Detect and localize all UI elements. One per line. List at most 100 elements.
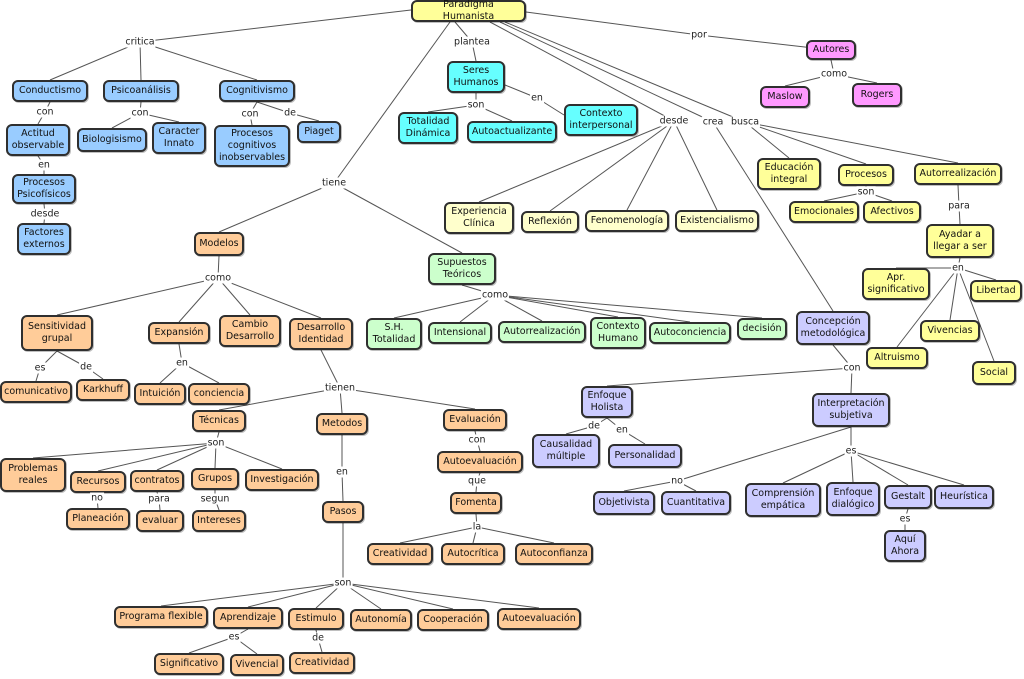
node-contexto-humano[interactable]: Contexto Humano <box>590 317 646 349</box>
node-sensitividad-grupal[interactable]: Sensitividad grupal <box>21 315 93 351</box>
node-procesos-cognitivos[interactable]: Procesos cognitivos inobservables <box>214 125 290 167</box>
link-label-desde: desde <box>658 115 690 127</box>
node-intensional[interactable]: Intensional <box>428 322 492 344</box>
connector-line <box>494 294 619 318</box>
node-actitud-observable[interactable]: Actitud observable <box>6 124 70 156</box>
node-enfoque-holista[interactable]: Enfoque Holista <box>581 386 633 418</box>
node-intereses[interactable]: Intereses <box>192 510 246 532</box>
node-estimulo[interactable]: Estimulo <box>288 608 344 630</box>
node-educacion-integral[interactable]: Educación integral <box>757 158 821 190</box>
node-significativo[interactable]: Significativo <box>154 653 224 675</box>
node-autorrealizacion-supuestos[interactable]: Autorrealización <box>498 321 586 343</box>
node-experiencia-clinica[interactable]: Experiencia Clínica <box>444 202 514 234</box>
node-creatividad-fomenta[interactable]: Creatividad <box>367 543 433 565</box>
node-conductismo[interactable]: Conductismo <box>12 80 88 102</box>
node-autoconciencia[interactable]: Autoconciencia <box>649 322 731 344</box>
node-evaluar[interactable]: evaluar <box>136 510 184 532</box>
node-heuristica[interactable]: Heurística <box>934 485 994 509</box>
node-altruismo[interactable]: Altruismo <box>866 347 928 369</box>
node-pasos[interactable]: Pasos <box>322 501 364 523</box>
node-autoactualizante[interactable]: Autoactualizante <box>467 121 557 143</box>
node-vivencial[interactable]: Vivencial <box>230 654 284 676</box>
node-contexto-interpersonal[interactable]: Contexto interpersonal <box>564 104 638 136</box>
node-rogers[interactable]: Rogers <box>852 83 902 107</box>
node-biologisismo[interactable]: Biologisismo <box>77 128 147 152</box>
node-autorrealizacion-busca[interactable]: Autorrealización <box>914 163 1002 185</box>
node-fenomenologia[interactable]: Fenomenología <box>585 210 669 232</box>
node-supuestos-teoricos[interactable]: Supuestos Teóricos <box>428 253 496 285</box>
node-autores[interactable]: Autores <box>806 40 856 60</box>
node-reflexion[interactable]: Reflexión <box>521 211 579 233</box>
link-label-con-evaluacion: con <box>467 434 487 446</box>
node-procesos[interactable]: Procesos <box>838 164 894 186</box>
node-programa-flexible[interactable]: Programa flexible <box>114 606 208 628</box>
node-totalidad-dinamica[interactable]: Totalidad Dinámica <box>398 112 458 144</box>
node-concepcion-metodologica[interactable]: Concepción metodológica <box>796 311 870 345</box>
node-cognitivismo[interactable]: Cognitivismo <box>219 80 295 102</box>
node-autoconfianza[interactable]: Autoconfianza <box>515 543 593 565</box>
node-karkhuff[interactable]: Karkhuff <box>76 379 130 401</box>
node-tecnicas[interactable]: Técnicas <box>192 410 246 432</box>
node-factores-externos[interactable]: Factores externos <box>17 223 71 255</box>
node-cooperacion[interactable]: Cooperación <box>417 609 489 631</box>
node-procesos-psicofisicos[interactable]: Procesos Psicofísicos <box>12 174 76 204</box>
node-autocritica[interactable]: Autocrítica <box>441 543 505 565</box>
node-planeacion[interactable]: Planeación <box>66 508 130 530</box>
node-fomenta[interactable]: Fomenta <box>450 492 502 514</box>
node-contratos[interactable]: contratos <box>130 470 184 492</box>
node-cambio-desarrollo[interactable]: Cambio Desarrollo <box>219 315 281 347</box>
node-existencialismo[interactable]: Existencialismo <box>675 210 759 232</box>
node-creatividad-estimulo[interactable]: Creatividad <box>289 652 355 674</box>
link-label-critica: critica <box>124 36 156 48</box>
node-maslow[interactable]: Maslow <box>760 86 810 108</box>
node-cuantitativa[interactable]: Cuantitativa <box>661 491 731 515</box>
connector-line <box>218 387 341 411</box>
node-metodos[interactable]: Metodos <box>316 413 368 435</box>
node-comprension-empatica[interactable]: Comprensión empática <box>745 483 821 517</box>
node-recursos[interactable]: Recursos <box>70 471 126 493</box>
node-problemas-reales[interactable]: Problemas reales <box>0 458 66 492</box>
node-ayudar-llegar-a-ser[interactable]: Ayadar a llegar a ser <box>926 224 994 258</box>
node-piaget[interactable]: Piaget <box>297 121 341 143</box>
connector-line <box>217 277 251 316</box>
connector-line <box>320 349 341 389</box>
connector-line <box>949 267 959 321</box>
node-seres-humanos[interactable]: Seres Humanos <box>447 61 505 93</box>
node-expansion[interactable]: Expansión <box>148 322 210 344</box>
node-aprendizaje[interactable]: Aprendizaje <box>213 607 283 629</box>
node-desarrollo-identidad[interactable]: Desarrollo Identidad <box>289 318 353 350</box>
connector-line <box>139 41 258 81</box>
node-conciencia[interactable]: conciencia <box>188 383 250 405</box>
link-label-es-gestalt: es <box>898 513 912 525</box>
node-grupos[interactable]: Grupos <box>191 468 239 490</box>
node-gestalt[interactable]: Gestalt <box>884 485 932 509</box>
node-vivencias[interactable]: Vivencias <box>920 320 980 342</box>
node-autonomia[interactable]: Autonomía <box>350 609 412 631</box>
node-sh-totalidad[interactable]: S.H. Totalidad <box>366 318 422 350</box>
node-personalidad[interactable]: Personalidad <box>608 444 682 468</box>
node-libertad[interactable]: Libertad <box>970 280 1022 302</box>
node-apr-significativo[interactable]: Apr. significativo <box>862 268 930 300</box>
node-intuicion[interactable]: Intuición <box>134 383 186 405</box>
connector-line <box>339 387 476 410</box>
node-caracter-innato[interactable]: Caracter Innato <box>152 122 206 154</box>
node-autoevaluacion-pasos[interactable]: Autoevaluación <box>497 608 581 630</box>
connector-line <box>49 41 141 81</box>
node-investigacion[interactable]: Investigación <box>245 469 319 491</box>
node-evaluacion[interactable]: Evaluación <box>443 409 507 431</box>
node-afectivos[interactable]: Afectivos <box>863 201 921 223</box>
node-decision[interactable]: decisión <box>737 318 787 340</box>
node-modelos[interactable]: Modelos <box>194 232 244 256</box>
node-enfoque-dialogico[interactable]: Enfoque dialógico <box>826 482 880 516</box>
node-interpretacion-subjetiva[interactable]: Interpretación subjetiva <box>812 393 890 427</box>
node-causalidad-multiple[interactable]: Causalidad múltiple <box>532 434 600 468</box>
node-paradigma-humanista[interactable]: Paradigma Humanista <box>411 0 526 22</box>
node-objetivista[interactable]: Objetivista <box>593 491 655 515</box>
node-psicoanalisis[interactable]: Psicoanálisis <box>103 80 179 102</box>
node-social[interactable]: Social <box>972 361 1016 385</box>
node-aqui-ahora[interactable]: Aquí Ahora <box>884 530 926 562</box>
link-label-como-sup: como <box>480 289 510 301</box>
node-autoevaluacion-evaluacion[interactable]: Autoevaluación <box>437 451 523 473</box>
node-emocionales[interactable]: Emocionales <box>789 201 859 223</box>
node-comunicativo[interactable]: comunicativo <box>0 381 72 403</box>
